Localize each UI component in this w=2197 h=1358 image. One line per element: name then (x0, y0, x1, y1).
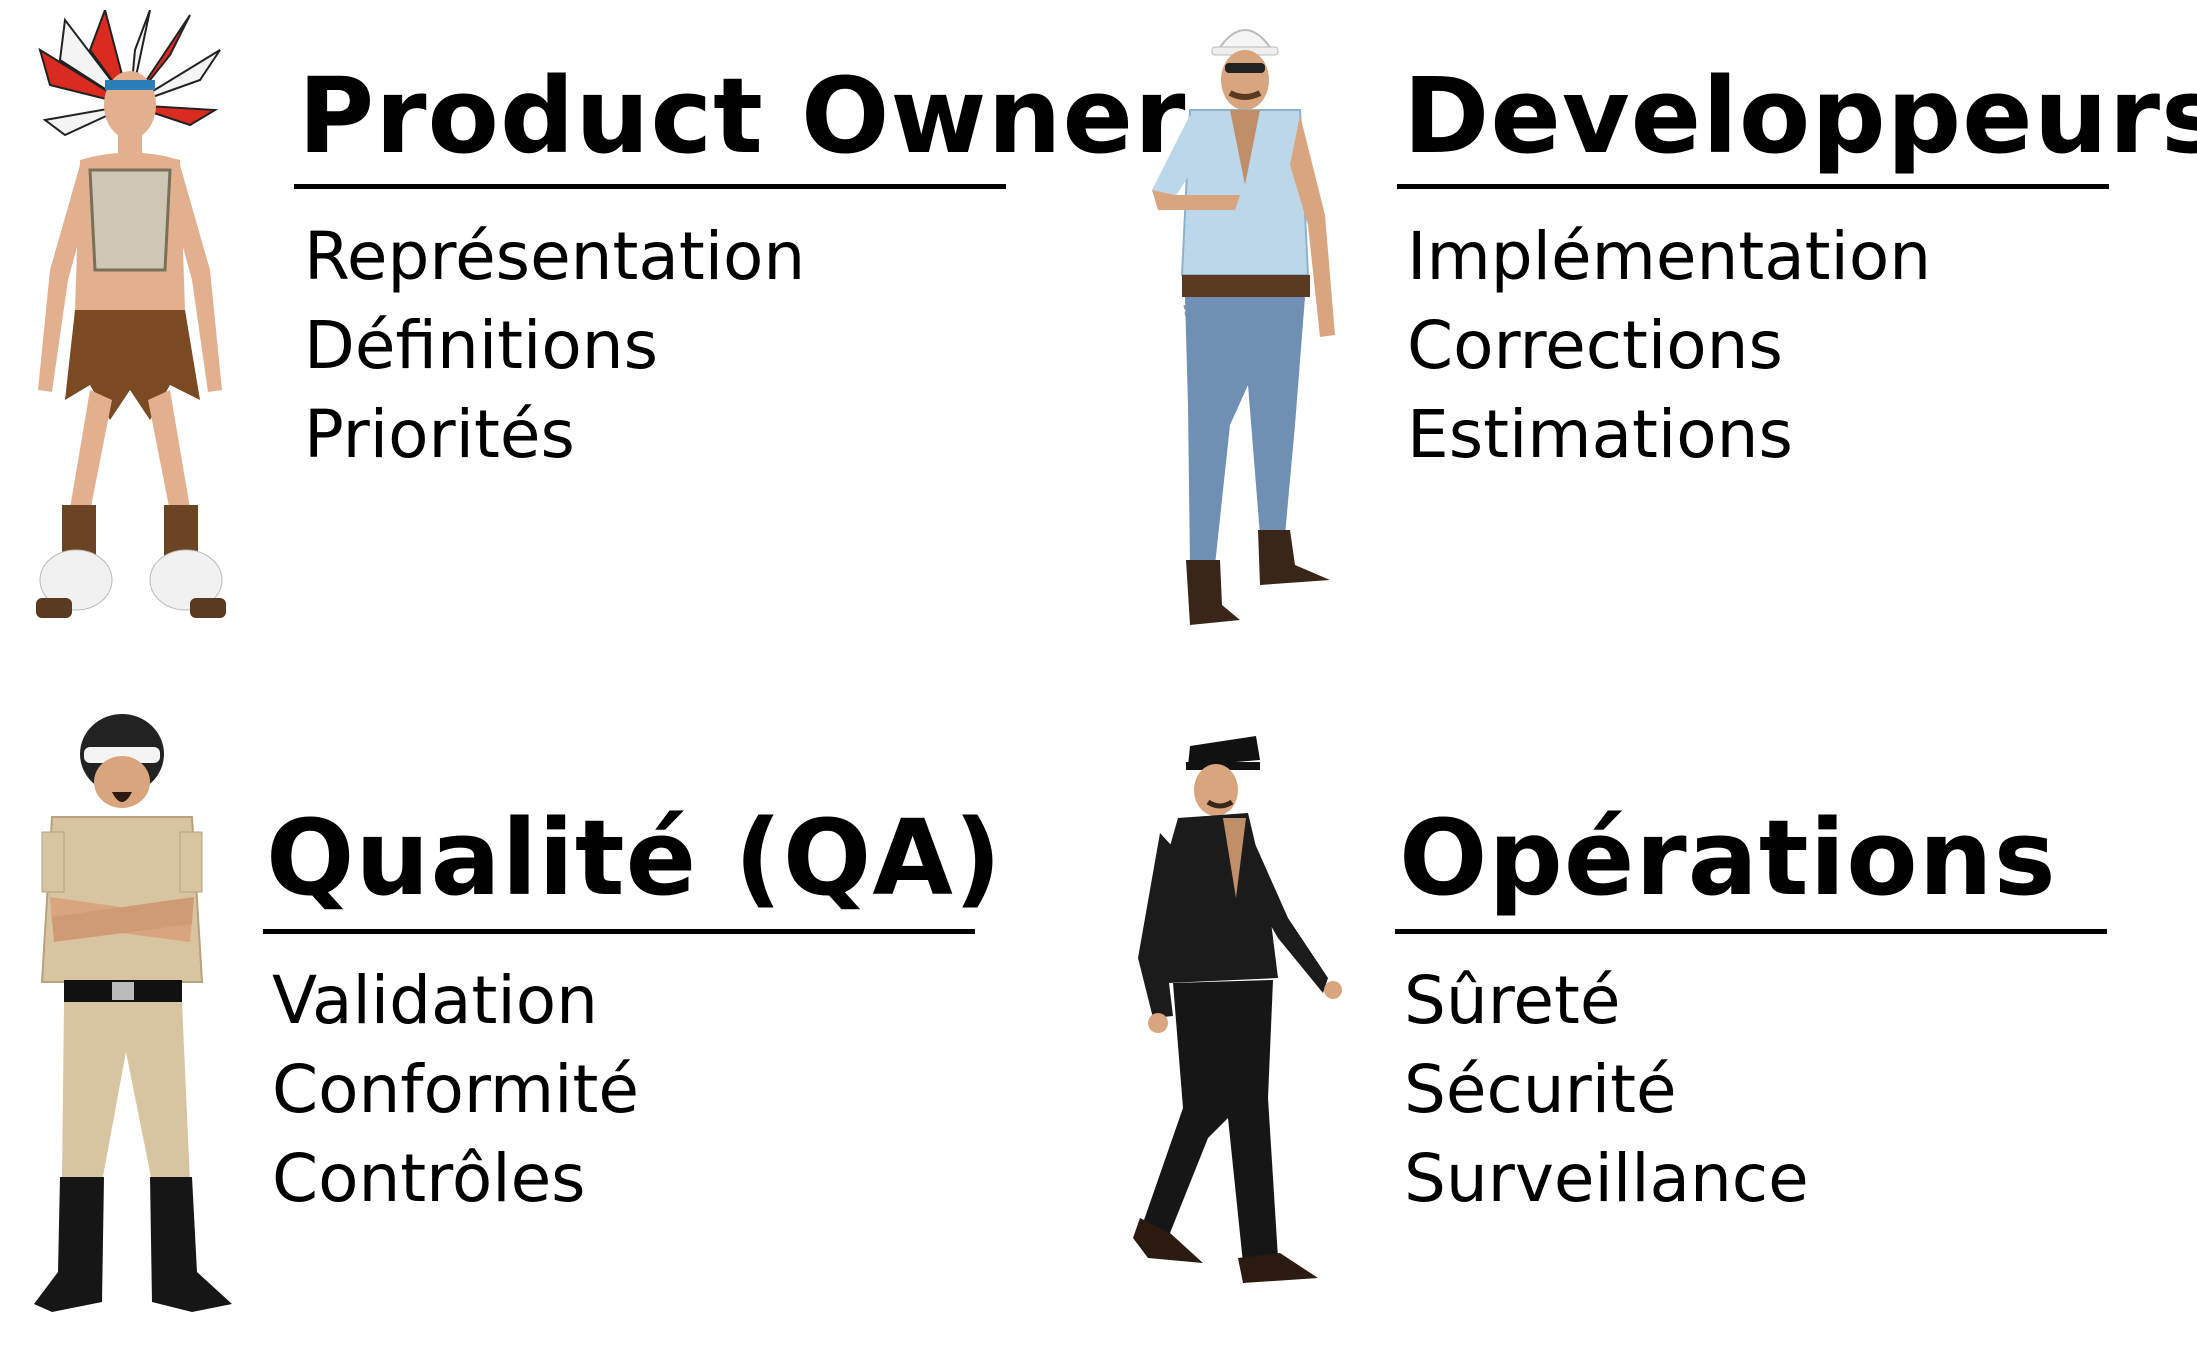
police-officer-figure (22, 712, 252, 1332)
role-title: Developpeurs (1403, 55, 2197, 177)
role-responsibilities-list: Implémentation Corrections Estimations (1407, 212, 1931, 479)
role-title: Opérations (1399, 797, 2057, 919)
list-item: Surveillance (1404, 1140, 1809, 1217)
list-item: Conformité (272, 1051, 639, 1128)
role-responsibilities-list: Représentation Définitions Priorités (304, 212, 805, 479)
list-item: Sécurité (1404, 1051, 1677, 1128)
list-item: Implémentation (1407, 218, 1932, 295)
title-underline (294, 184, 1006, 189)
title-underline (263, 929, 975, 934)
list-item: Contrôles (272, 1140, 586, 1217)
list-item: Validation (272, 962, 598, 1039)
role-title: Product Owner (298, 55, 1187, 177)
list-item: Définitions (304, 307, 658, 384)
title-underline (1395, 929, 2107, 934)
list-item: Priorités (304, 396, 575, 473)
role-responsibilities-list: Validation Conformité Contrôles (272, 956, 639, 1223)
leather-biker-figure (1128, 718, 1368, 1318)
construction-worker-figure (1130, 5, 1360, 640)
role-responsibilities-list: Sûreté Sécurité Surveillance (1404, 956, 1809, 1223)
role-title: Qualité (QA) (266, 797, 1003, 919)
list-item: Sûreté (1404, 962, 1621, 1039)
title-underline (1397, 184, 2109, 189)
list-item: Corrections (1407, 307, 1783, 384)
list-item: Estimations (1407, 396, 1793, 473)
list-item: Représentation (304, 218, 806, 295)
headdress-costume-figure (10, 10, 290, 630)
